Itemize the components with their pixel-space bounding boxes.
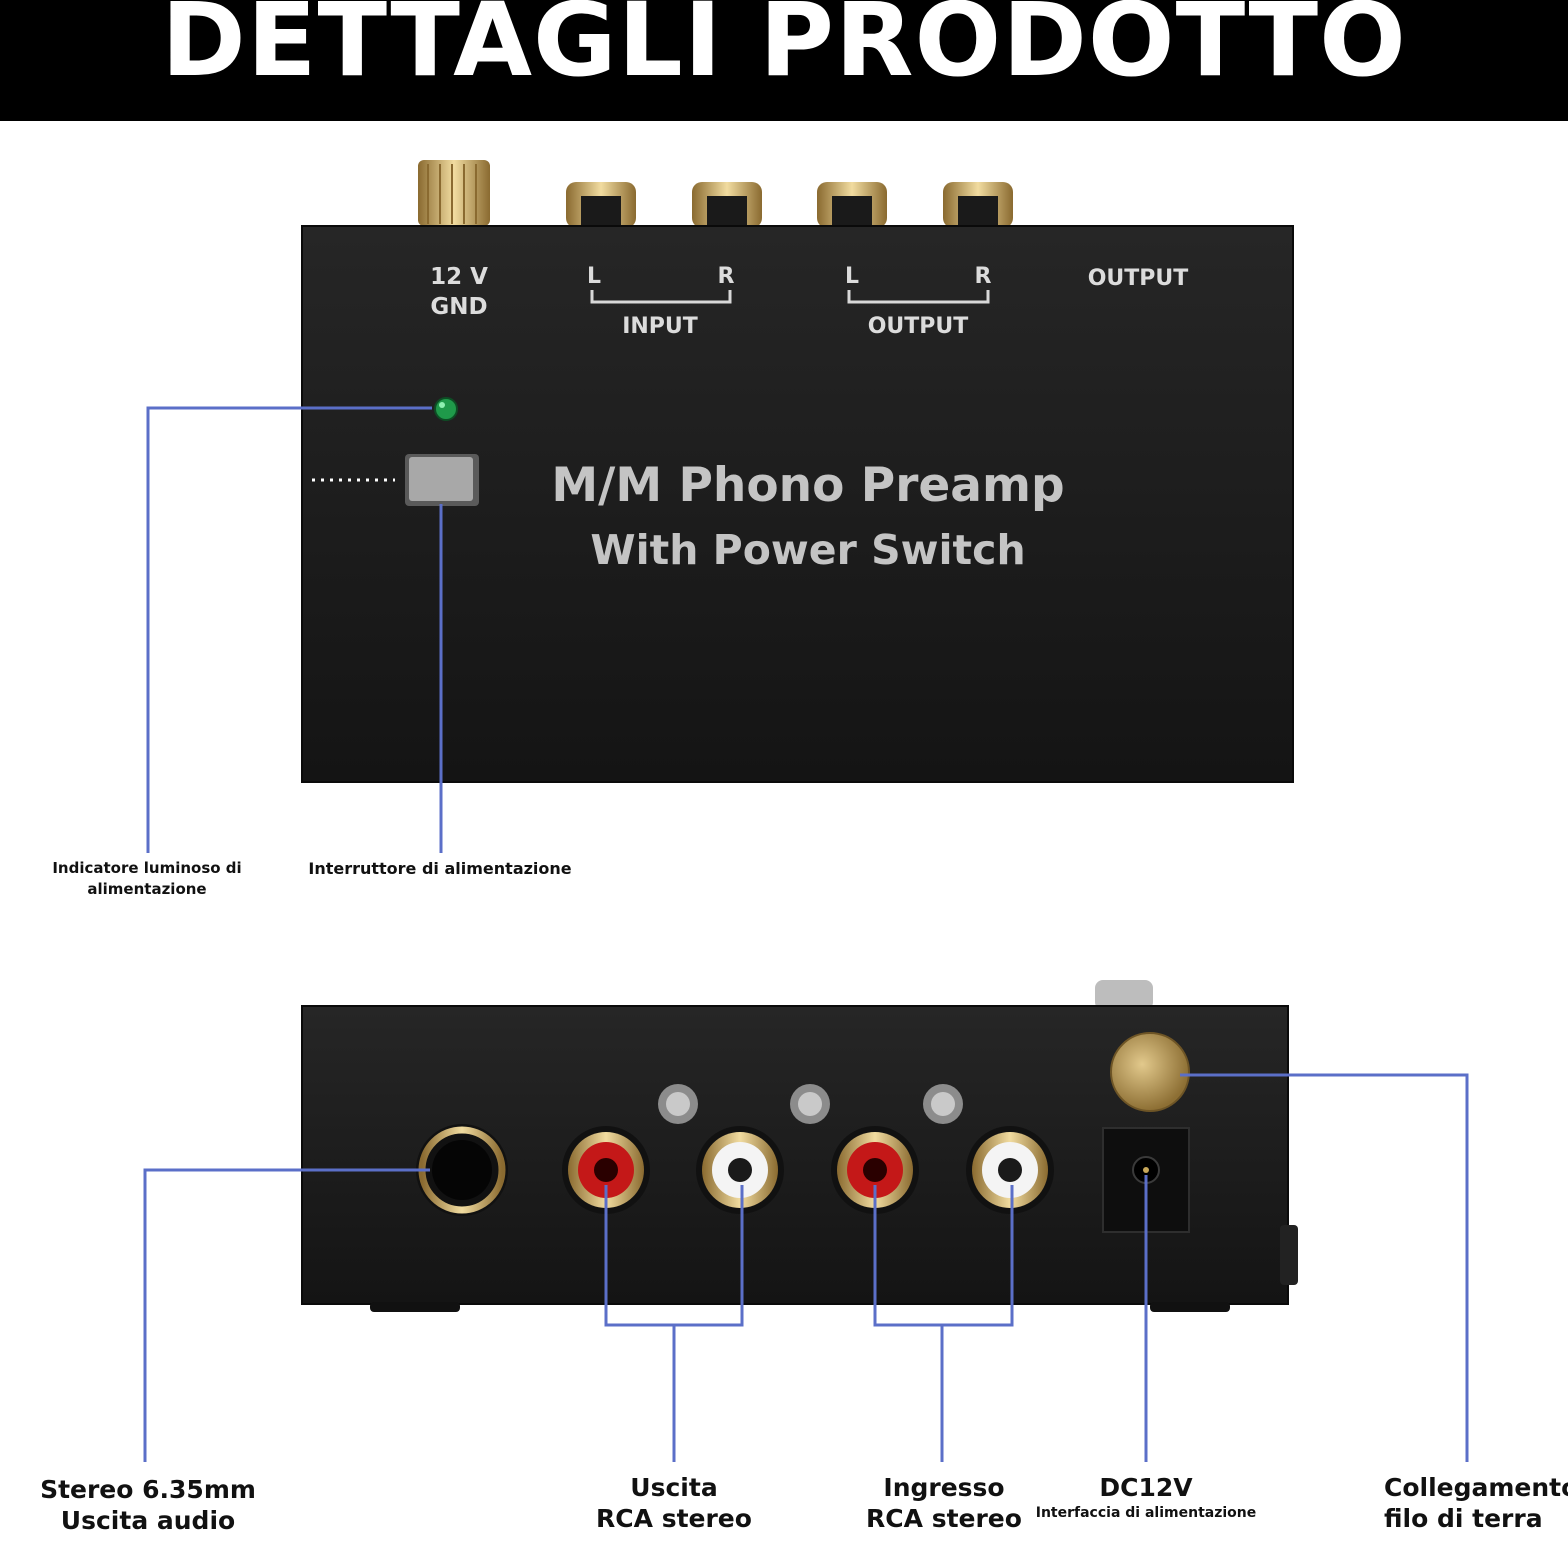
callout-ground: Collegamento filo di terra (1384, 1472, 1568, 1534)
callout-uscita-line2: RCA stereo (596, 1504, 752, 1533)
power-led (434, 397, 458, 421)
callout-stereo-line2: Uscita audio (60, 1506, 236, 1535)
output-label-right: OUTPUT (1087, 266, 1189, 291)
power-label: 12 V GND (404, 262, 514, 322)
input-label: INPUT (622, 314, 698, 339)
rca-input-jacks (831, 1126, 1054, 1214)
callout-stereo-line1: Stereo 6.35mm (40, 1475, 256, 1504)
output-r-label: R (974, 264, 992, 289)
power-switch (405, 454, 479, 506)
callout-lines-top (146, 406, 443, 853)
front-view-device (301, 980, 1298, 1312)
page-title: DETTAGLI PRODOTTO (161, 0, 1407, 100)
callout-ground-line2: filo di terra (1384, 1504, 1543, 1533)
callout-stereo-jack: Stereo 6.35mm Uscita audio (30, 1474, 266, 1536)
callout-dc-line1: DC12V (1099, 1473, 1193, 1502)
top-view-device (301, 160, 1294, 783)
callout-dc-line2: Interfaccia di alimentazione (1035, 1505, 1257, 1521)
power-label-voltage: 12 V (430, 264, 488, 290)
power-label-gnd: GND (430, 294, 488, 320)
output-l-label: L (844, 264, 860, 289)
callout-ingresso-line2: RCA stereo (866, 1504, 1022, 1533)
callout-ground-line1: Collegamento (1384, 1473, 1568, 1502)
output-label: OUTPUT (867, 314, 969, 339)
product-title: M/M Phono Preamp (551, 458, 1065, 513)
callout-lines-bottom (143, 1073, 1469, 1462)
screws (658, 1084, 963, 1124)
product-subtitle: With Power Switch (590, 526, 1026, 574)
header-banner: DETTAGLI PRODOTTO (0, 0, 1568, 121)
ground-knob (1110, 1032, 1190, 1112)
rca-jacks-top (566, 182, 1013, 228)
callout-switch: Interruttore di alimentazione (308, 859, 572, 878)
callout-ingresso: Ingresso RCA stereo (854, 1472, 1034, 1534)
callout-uscita: Uscita RCA stereo (584, 1472, 764, 1534)
headphone-jack (416, 1124, 508, 1216)
callout-indicator: Indicatore luminoso di alimentazione (52, 859, 242, 898)
callout-uscita-line1: Uscita (630, 1473, 718, 1502)
callout-ingresso-line1: Ingresso (883, 1473, 1005, 1502)
input-l-label: L (586, 264, 602, 289)
ground-post-top (418, 160, 490, 226)
input-r-label: R (717, 264, 735, 289)
rca-output-jacks (562, 1126, 784, 1214)
callout-dc: DC12V Interfaccia di alimentazione (1030, 1472, 1262, 1521)
